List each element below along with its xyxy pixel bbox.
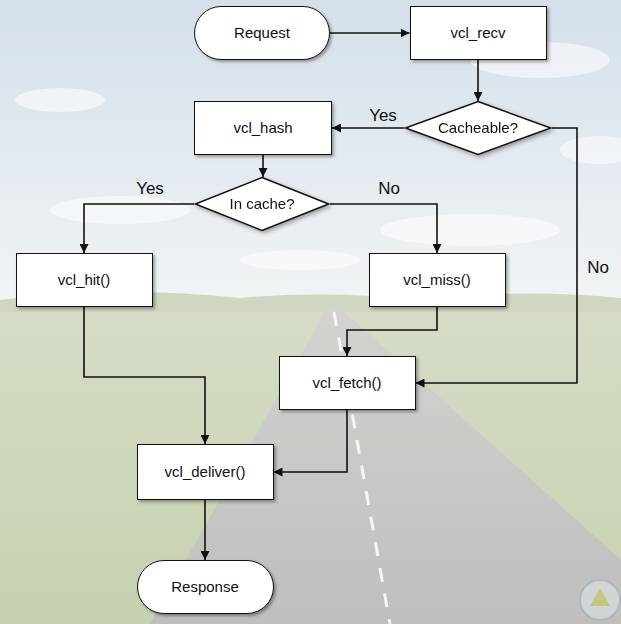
node-label: In cache?	[229, 195, 294, 213]
edge-label: No	[587, 258, 609, 278]
node-label: vcl_recv	[450, 24, 505, 42]
process-box: vcl_fetch()	[279, 356, 416, 410]
node-label: vcl_hash	[233, 119, 292, 137]
terminal-pill: Request	[194, 6, 330, 60]
flow-arrow	[274, 410, 348, 472]
decision-diamond: In cache?	[194, 177, 330, 231]
edge-label: Yes	[369, 106, 397, 126]
process-box: vcl_hash	[194, 101, 332, 155]
process-box: vcl_hit()	[16, 253, 153, 307]
edge-label: No	[378, 179, 400, 199]
node-label: vcl_deliver()	[165, 463, 246, 481]
node-label: Cacheable?	[438, 119, 518, 137]
node-label: Request	[234, 24, 290, 42]
process-box: vcl_deliver()	[137, 444, 274, 500]
node-label: Response	[171, 578, 239, 596]
flow-arrow	[330, 204, 437, 253]
flow-arrow	[84, 204, 194, 253]
node-label: vcl_hit()	[58, 271, 111, 289]
flow-arrow	[332, 127, 404, 129]
watermark-logo	[580, 580, 620, 620]
edge-label: Yes	[136, 179, 164, 199]
flow-arrow	[262, 155, 264, 177]
flow-arrow	[84, 307, 205, 444]
flow-arrow	[330, 32, 410, 34]
flow-arrow	[347, 307, 437, 356]
node-label: vcl_fetch()	[312, 374, 381, 392]
decision-diamond: Cacheable?	[404, 101, 552, 155]
process-box: vcl_miss()	[369, 253, 506, 307]
flow-arrow	[204, 500, 206, 560]
node-label: vcl_miss()	[403, 271, 471, 289]
flow-arrow	[477, 60, 479, 101]
terminal-pill: Response	[137, 560, 274, 614]
process-box: vcl_recv	[410, 6, 547, 60]
